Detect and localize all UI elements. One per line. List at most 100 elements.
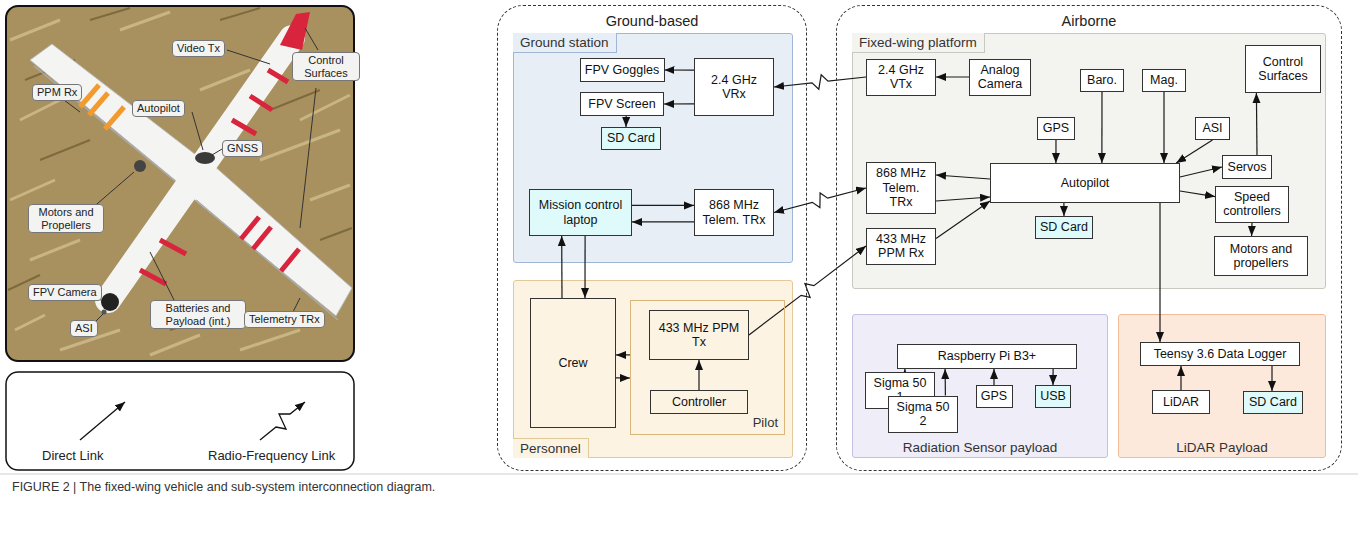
component-label: Teensy 3.6 Data Logger [1154,347,1287,361]
direct-link [1063,203,1064,216]
legend-direct-arrow [80,402,125,440]
component-label: Speed controllers [1219,190,1285,219]
component-label: Control Surfaces [1249,55,1317,84]
callout-label: FPV Camera [28,284,102,301]
component-box: Raspberry Pi B3+ [897,344,1077,369]
direct-link [616,377,630,378]
radio-link [749,246,866,335]
component-box: Crew [530,298,616,428]
pilot-box: Pilot433 MHz PPM TxController [630,300,785,435]
subsystem-panel: Radiation Sensor payloadRaspberry Pi B3+… [852,314,1108,458]
panel-label: Personnel [513,438,589,458]
component-box: Servos [1222,155,1272,179]
direct-link [665,69,695,70]
component-label: Crew [558,356,587,370]
panel-label: Ground station [513,33,617,53]
region-group: Ground-basedGround stationFPV GogglesFPV… [497,5,807,471]
component-box: Controller [650,390,748,414]
photo [80,85,124,129]
photo [30,44,200,186]
component-box: ASI [1195,117,1230,140]
direct-link [625,116,626,127]
direct-link [561,236,562,298]
component-label: GPS [1043,121,1069,135]
subsystem-panel: PersonnelCrewPilot433 MHz PPM TxControll… [513,280,793,458]
direct-link [632,205,694,206]
panel-fill [1118,314,1326,458]
component-label: SD Card [1040,220,1088,234]
radio-link [774,75,866,89]
callout-label: Telemetry TRx [244,311,325,328]
direct-link [616,354,630,355]
panel-label: LiDAR Payload [1118,440,1326,455]
subsystem-panel: Fixed-wing platform2.4 GHz VTxAnalog Cam… [852,33,1326,289]
leader-line [227,50,270,64]
direct-link [1251,223,1253,237]
component-box: FPV Screen [580,92,664,116]
component-box: 433 MHz PPM Rx [866,228,936,265]
component-label: Sigma 50 2 [892,400,954,429]
component-label: 2.4 GHz VTx [870,63,932,92]
direct-link [1159,203,1160,342]
component-label: LiDAR [1163,395,1199,409]
component-label: SD Card [1249,395,1297,409]
callout-label: GNSS [222,140,263,157]
callout-label: PPM Rx [32,84,82,101]
direct-link [1180,167,1222,177]
component-box: GPS [1037,117,1075,140]
component-box: 868 MHz Telem. TRx [866,162,936,214]
component-box: USB [1035,385,1071,408]
component-box: SD Card [1035,216,1093,239]
component-box: LiDAR [1152,390,1210,414]
component-label: 433 MHz PPM Tx [653,321,745,350]
region-title: Ground-based [498,13,806,29]
photo [241,217,299,271]
component-label: Mag. [1150,73,1178,87]
direct-link [1256,93,1258,155]
leader-line [300,88,316,228]
component-box: SD Card [1243,391,1303,414]
component-label: Autopilot [1061,176,1110,190]
direct-link [944,369,946,396]
leader-line [150,252,175,302]
component-label: FPV Goggles [585,63,659,77]
panel-fill [513,280,793,458]
component-box: Mission control laptop [529,189,632,236]
direct-link [1052,369,1053,385]
leader-line [192,112,203,150]
direct-link [936,76,969,77]
component-box: Sigma 50 2 [888,396,958,433]
callout-label: ASI [70,320,98,337]
callout-label: Batteries and Payload (int.) [150,300,246,329]
separator [0,474,1358,475]
subsystem-panel: LiDAR Payload Teensy 3.6 Data LoggerLiDAR… [1118,314,1326,458]
direct-link [632,221,694,222]
component-label: SD Card [607,131,655,145]
component-label: ASI [1202,121,1222,135]
direct-link [936,201,990,239]
component-label: 433 MHz PPM Rx [870,232,932,261]
direct-link [1163,92,1164,164]
direct-link [1180,366,1181,390]
photo [134,160,146,172]
direct-link [1101,92,1102,164]
component-label: Motors and propellers [1218,242,1304,271]
callout-label: Control Surfaces [292,52,360,81]
direct-link [664,103,694,104]
legend-rf-arrow [260,402,305,440]
photo [102,310,107,315]
callout-label: Motors and Propellers [28,204,104,233]
component-box: 2.4 GHz VTx [866,59,936,96]
leader-line [64,100,80,112]
photo [190,164,352,316]
component-label: 2.4 GHz VRx [698,73,770,102]
component-label: Mission control laptop [533,198,628,227]
component-box: Teensy 3.6 Data Logger [1140,342,1300,366]
component-box: Speed controllers [1215,186,1289,223]
legend-text: Radio-Frequency Link [208,448,335,463]
component-label: Raspberry Pi B3+ [938,349,1036,363]
radio-link [774,188,866,213]
component-box: Baro. [1080,69,1124,92]
